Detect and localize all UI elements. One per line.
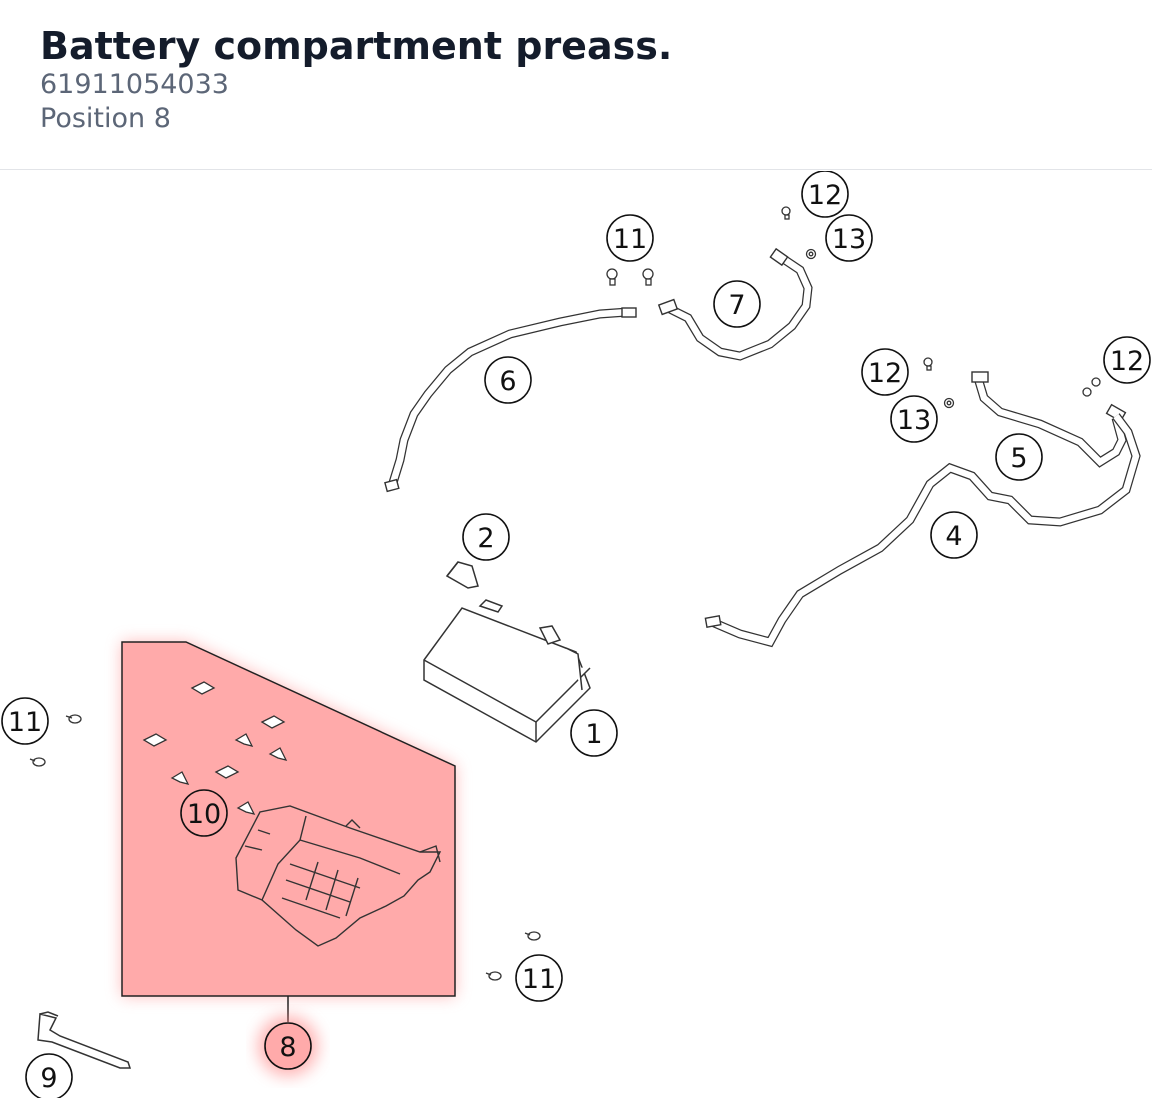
screw-12-a[interactable] <box>781 206 791 220</box>
nut-13-b[interactable] <box>943 397 955 409</box>
clip-group-10[interactable] <box>142 681 288 815</box>
screw-12-c[interactable] <box>1082 377 1101 397</box>
screw-11-f[interactable] <box>485 971 502 981</box>
callout-12[interactable]: 12 <box>861 348 909 396</box>
fastener-group <box>29 206 1101 981</box>
nut-13-a[interactable] <box>805 248 817 260</box>
screw-11-e[interactable] <box>524 931 541 941</box>
callout-circle[interactable] <box>180 789 228 837</box>
callout-12[interactable]: 12 <box>1103 336 1151 384</box>
terminal-cover-2[interactable] <box>445 561 479 589</box>
callout-number: 11 <box>613 224 647 255</box>
callout-circle[interactable] <box>264 1022 312 1070</box>
callout-11[interactable]: 11 <box>515 954 563 1002</box>
cable-5[interactable] <box>971 371 1127 468</box>
callout-number: 12 <box>808 180 842 211</box>
callout-circle[interactable] <box>515 954 563 1002</box>
callout-number: 6 <box>499 366 516 397</box>
bracket-9[interactable] <box>37 1011 132 1069</box>
callout-circle[interactable] <box>1103 336 1151 384</box>
callout-13[interactable]: 13 <box>890 395 938 443</box>
callout-number: 10 <box>187 799 221 830</box>
callout-circle[interactable] <box>570 709 618 757</box>
callout-7[interactable]: 7 <box>713 280 761 328</box>
callout-circle[interactable] <box>801 171 849 218</box>
callout-8[interactable]: 8 <box>258 1016 318 1076</box>
part-title: Battery compartment preass. <box>40 24 673 68</box>
callout-number: 11 <box>522 964 556 995</box>
callout-number: 13 <box>832 224 866 255</box>
callout-circle[interactable] <box>890 395 938 443</box>
screw-11-c[interactable] <box>65 714 82 724</box>
part-header: Battery compartment preass. 61911054033 … <box>0 0 1152 170</box>
callout-circle[interactable] <box>930 511 978 559</box>
callout-6[interactable]: 6 <box>484 356 532 404</box>
callout-10[interactable]: 10 <box>180 789 228 837</box>
cable-7[interactable] <box>657 247 813 361</box>
screw-11-d[interactable] <box>29 757 46 767</box>
screw-11-a[interactable] <box>606 268 618 286</box>
callout-circle[interactable] <box>861 348 909 396</box>
callout-circle[interactable] <box>713 280 761 328</box>
highlight-region-part-8[interactable] <box>121 641 456 1022</box>
screw-11-b[interactable] <box>642 268 654 286</box>
callout-11[interactable]: 11 <box>1 697 49 745</box>
battery-tray-8[interactable] <box>235 805 442 947</box>
callout-4[interactable]: 4 <box>930 511 978 559</box>
callout-circle[interactable] <box>484 356 532 404</box>
battery-1[interactable] <box>423 599 591 743</box>
callout-number: 8 <box>279 1032 296 1063</box>
callout-1[interactable]: 1 <box>570 709 618 757</box>
screw-12-b[interactable] <box>923 357 933 371</box>
callout-circle[interactable] <box>825 214 873 262</box>
callout-number: 12 <box>1110 346 1144 377</box>
callout-5[interactable]: 5 <box>995 433 1043 481</box>
callout-number: 9 <box>40 1063 57 1094</box>
callout-number: 11 <box>8 707 42 738</box>
cable-6[interactable] <box>384 307 637 493</box>
callout-circle[interactable] <box>606 214 654 262</box>
callout-2[interactable]: 2 <box>462 513 510 561</box>
part-number: 61911054033 <box>40 69 229 100</box>
callout-number: 4 <box>945 521 962 552</box>
callout-circle[interactable] <box>1 697 49 745</box>
callout-number: 12 <box>868 358 902 389</box>
callout-circle[interactable] <box>25 1053 73 1098</box>
part-position: Position 8 <box>40 103 171 134</box>
callout-number: 13 <box>897 405 931 436</box>
callout-number: 5 <box>1010 443 1027 474</box>
callout-12[interactable]: 12 <box>801 171 849 218</box>
cable-4[interactable] <box>704 413 1141 648</box>
callout-number: 7 <box>728 290 745 321</box>
callout-number: 1 <box>585 719 602 750</box>
callout-number: 2 <box>477 523 494 554</box>
callout-9[interactable]: 9 <box>25 1053 73 1098</box>
callout-circle[interactable] <box>462 513 510 561</box>
callout-circle[interactable] <box>995 433 1043 481</box>
callout-11[interactable]: 11 <box>606 214 654 262</box>
callout-13[interactable]: 13 <box>825 214 873 262</box>
